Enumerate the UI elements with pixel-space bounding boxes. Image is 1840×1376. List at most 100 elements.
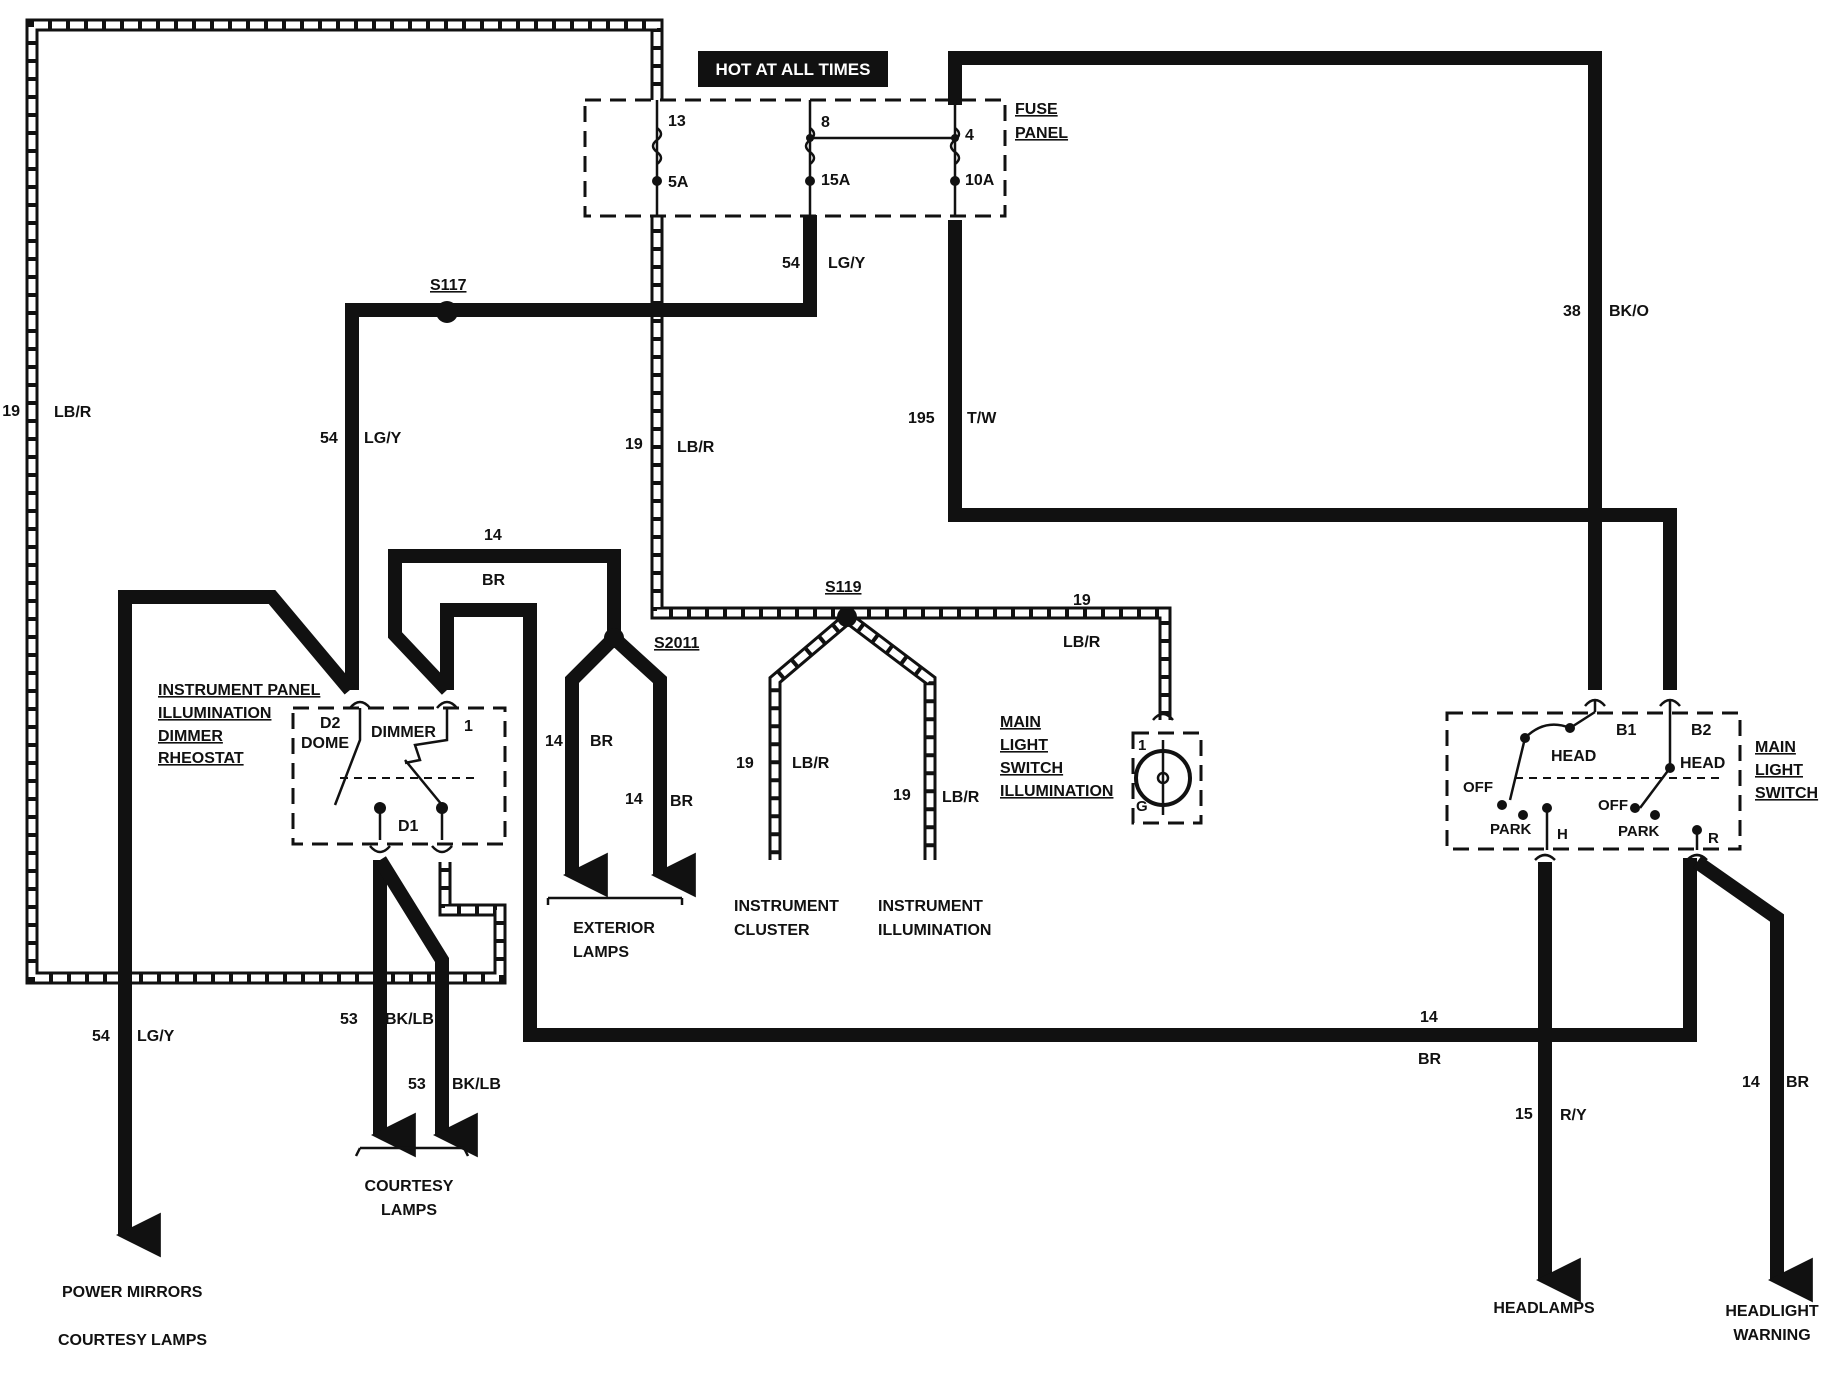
switch-title-3: SWITCH — [1755, 785, 1818, 802]
illumination-2: ILLUMINATION — [878, 922, 991, 939]
wire-label: 15 — [1515, 1106, 1533, 1123]
main-light-switch-illumination: 1 G MAIN LIGHT SWITCH ILLUMINATION — [1000, 712, 1203, 825]
dimmer-d1: D1 — [398, 818, 419, 835]
hot-at-all-times-banner: HOT AT ALL TIMES — [698, 51, 888, 87]
destination-labels: EXTERIOR LAMPS INSTRUMENT CLUSTER INSTRU… — [58, 896, 1819, 1349]
switch-head2: HEAD — [1680, 755, 1725, 772]
courtesy-2: LAMPS — [381, 1202, 437, 1219]
wire-label: LB/R — [942, 789, 980, 806]
switch-head1: HEAD — [1551, 748, 1596, 765]
wire-label: BR — [1418, 1051, 1442, 1068]
wire-label: BK/LB — [385, 1011, 434, 1028]
courtesy-lamps: COURTESY LAMPS — [58, 1332, 207, 1349]
s2011-label: S2011 — [654, 635, 699, 652]
switch-off1: OFF — [1463, 779, 1493, 796]
wire-label: 14 — [484, 527, 502, 544]
wire-labels: 19 LB/R 54 LG/Y 54 LG/Y 19 LB/R 195 T/W … — [2, 255, 1809, 1124]
wire-label: LG/Y — [364, 430, 402, 447]
wire-label: BR — [482, 572, 506, 589]
wire-label: LB/R — [677, 439, 715, 456]
switch-off2: OFF — [1598, 797, 1628, 814]
switch-r: R — [1708, 830, 1719, 847]
switch-title-2: LIGHT — [1755, 762, 1803, 779]
fuse-8-rating: 15A — [821, 172, 851, 189]
wire-label: 14 — [625, 791, 643, 808]
splices: S117 S119 S2011 — [430, 277, 862, 652]
illum-title-4: ILLUMINATION — [1000, 783, 1113, 800]
dimmer-title-3: DIMMER — [158, 728, 223, 745]
wire-label: 19 — [736, 755, 754, 772]
wire-label: BR — [590, 733, 614, 750]
fuse-4-rating: 10A — [965, 172, 995, 189]
dimmer-rheostat: INSTRUMENT PANEL ILLUMINATION DIMMER RHE… — [158, 682, 507, 854]
wire-label: 38 — [1563, 303, 1581, 320]
switch-h: H — [1557, 826, 1568, 843]
fuse-13-rating: 5A — [668, 174, 689, 191]
fuse-panel-title-2: PANEL — [1015, 125, 1068, 142]
illum-title-3: SWITCH — [1000, 760, 1063, 777]
headlight-warning-1: HEADLIGHT — [1725, 1303, 1819, 1320]
wire-label: 19 — [625, 436, 643, 453]
wire-label: 54 — [92, 1028, 110, 1045]
fuse-panel: 13 5A 8 15A 4 10A FUSE PANEL — [583, 98, 1068, 218]
cluster-2: CLUSTER — [734, 922, 810, 939]
wire-label: 53 — [340, 1011, 358, 1028]
switch-b1: B1 — [1616, 722, 1637, 739]
wire-label: BR — [670, 793, 694, 810]
main-light-switch: B1 B2 HEAD HEAD OFF OFF PARK PARK H R MA… — [1445, 698, 1818, 861]
illum-title-1: MAIN — [1000, 714, 1041, 731]
wire-label: LB/R — [1063, 634, 1101, 651]
wire-label: 19 — [2, 403, 20, 420]
headlight-warning-2: WARNING — [1733, 1327, 1810, 1344]
wire-label: BK/LB — [452, 1076, 501, 1093]
wire-label: T/W — [967, 410, 997, 427]
wire-label: 14 — [1742, 1074, 1760, 1091]
dimmer-dimmer: DIMMER — [371, 724, 436, 741]
fuse-8-pin: 8 — [821, 114, 830, 131]
courtesy-1: COURTESY — [365, 1178, 454, 1195]
illum-pinG: G — [1136, 798, 1148, 815]
switch-park2: PARK — [1618, 823, 1660, 840]
s117-label: S117 — [430, 277, 467, 294]
power-mirrors: POWER MIRRORS — [62, 1284, 203, 1301]
splice-s2011-dot — [604, 628, 624, 648]
switch-park1: PARK — [1490, 821, 1532, 838]
wire-label: 14 — [545, 733, 563, 750]
dimmer-d2: D2 — [320, 715, 341, 732]
dimmer-pin1: 1 — [464, 718, 473, 735]
switch-title-1: MAIN — [1755, 739, 1796, 756]
solid-wires — [116, 51, 1813, 1303]
exterior-lamps-1: EXTERIOR — [573, 920, 655, 937]
dimmer-dome: DOME — [301, 735, 349, 752]
fuse-panel-title-1: FUSE — [1015, 101, 1058, 118]
wire-label: 195 — [908, 410, 935, 427]
banner-text: HOT AT ALL TIMES — [716, 60, 871, 79]
headlamps: HEADLAMPS — [1493, 1300, 1595, 1317]
switch-b2: B2 — [1691, 722, 1712, 739]
wire-label: 14 — [1420, 1009, 1438, 1026]
wire-label: 53 — [408, 1076, 426, 1093]
illum-pin1: 1 — [1138, 737, 1146, 754]
splice-s117-dot — [436, 301, 458, 323]
splice-s119-dot — [837, 607, 857, 627]
cluster-1: INSTRUMENT — [734, 898, 839, 915]
s119-label: S119 — [825, 579, 862, 596]
illumination-1: INSTRUMENT — [878, 898, 983, 915]
exterior-lamps-2: LAMPS — [573, 944, 629, 961]
wire-label: R/Y — [1560, 1107, 1587, 1124]
dimmer-title-2: ILLUMINATION — [158, 705, 271, 722]
wire-label: LG/Y — [828, 255, 866, 272]
wire-label: 54 — [782, 255, 800, 272]
dimmer-title-4: RHEOSTAT — [158, 750, 244, 767]
fuse-13-pin: 13 — [668, 113, 686, 130]
wire-label: 19 — [1073, 592, 1091, 609]
illum-title-2: LIGHT — [1000, 737, 1048, 754]
dimmer-title-1: INSTRUMENT PANEL — [158, 682, 321, 699]
fuse-4-pin: 4 — [965, 127, 974, 144]
wire-label: LB/R — [54, 404, 92, 421]
wire-label: 54 — [320, 430, 338, 447]
wire-label: BK/O — [1609, 303, 1649, 320]
wire-label: LB/R — [792, 755, 830, 772]
wire-label: BR — [1786, 1074, 1810, 1091]
